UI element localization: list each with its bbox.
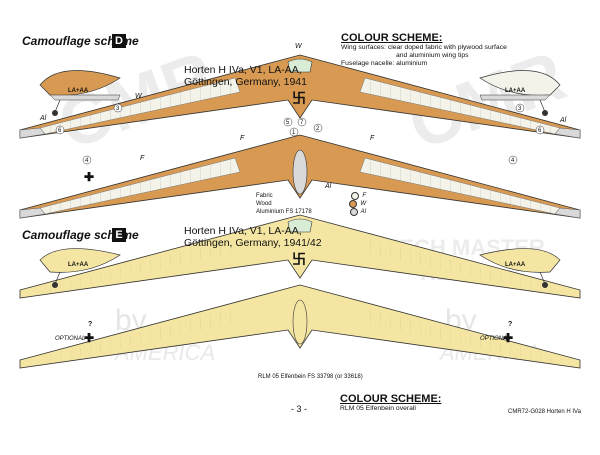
aircraft-line: Horten H IVa, V1, LA-AA, bbox=[184, 64, 302, 76]
nacelle-underside bbox=[292, 299, 308, 345]
decal-number-2: 2 bbox=[316, 126, 320, 132]
callout-w: W bbox=[135, 93, 143, 100]
decal-number-1: 1 bbox=[292, 130, 296, 136]
rib-hatch-left bbox=[40, 78, 240, 134]
scheme-e-lower-wing: ✚ ✚ bbox=[19, 284, 581, 369]
wingtip-right bbox=[554, 127, 581, 139]
callout-f: F bbox=[140, 155, 145, 162]
decal-number-4: 4 bbox=[85, 158, 89, 164]
rib-hatch-right bbox=[360, 158, 560, 214]
canopy bbox=[287, 218, 313, 233]
wingtip-left bbox=[19, 127, 46, 139]
nacelle-underside bbox=[292, 149, 308, 195]
decal-number-6: 6 bbox=[58, 128, 62, 134]
nacelle-side-view-d-right bbox=[479, 70, 561, 116]
nacelle-side-view-e-left bbox=[39, 248, 121, 288]
colour-scheme-line: Wing surfaces: clear doped fabric with p… bbox=[341, 44, 507, 51]
decal-number-7: 7 bbox=[300, 120, 304, 126]
marking-e-left: LA+AA bbox=[68, 262, 89, 268]
decal-number-4: 4 bbox=[511, 158, 515, 164]
wing-outline bbox=[19, 54, 581, 139]
scheme-d-letter: D bbox=[112, 34, 126, 48]
rlm-caption: RLM 05 Elfenbein FS 33798 (or 33618) bbox=[258, 374, 363, 380]
optional-label-left: OPTIONAL bbox=[55, 336, 85, 342]
colour-scheme-heading: COLOUR SCHEME: bbox=[341, 32, 443, 44]
scheme-e-letter: E bbox=[112, 228, 126, 242]
question-mark-left: ? bbox=[88, 321, 92, 328]
rib-hatch-left bbox=[40, 308, 240, 364]
swastika-mark: 卐 bbox=[292, 90, 306, 106]
legend-swatch bbox=[349, 208, 358, 216]
callout-al: Al bbox=[324, 183, 332, 190]
rib-hatch-left bbox=[40, 158, 240, 214]
scheme-d-aircraft-title: Horten H IVa, V1, LA-AA, Göttingen, Germ… bbox=[184, 64, 307, 88]
legend-code: W bbox=[360, 201, 366, 207]
decal-number-3: 3 bbox=[518, 106, 522, 112]
colour-scheme-line: and aluminium wing tips bbox=[396, 52, 469, 59]
legend-label: Aluminium FS 17178 bbox=[256, 209, 312, 215]
cross-mark: ✚ bbox=[503, 331, 513, 345]
scheme-d-title: Camouflage scheme bbox=[22, 34, 139, 48]
legend-swatch bbox=[351, 192, 360, 200]
question-mark-right: ? bbox=[508, 321, 512, 328]
scheme-d-lower-wing: ✚ bbox=[19, 134, 581, 219]
nacelle-side-view-d-left bbox=[39, 70, 121, 116]
scheme-e-aircraft-title: Horten H IVa, V1, LA-AA, Göttingen, Germ… bbox=[184, 225, 322, 249]
aircraft-line: Göttingen, Germany, 1941/42 bbox=[184, 237, 322, 249]
legend-row-aluminium: Aluminium FS 17178 Al bbox=[256, 208, 366, 216]
callout-w: W bbox=[295, 43, 303, 50]
decal-number-markers: 3 5 6 7 4 3 6 4 2 1 bbox=[55, 103, 545, 165]
decal-number-6: 6 bbox=[538, 128, 542, 134]
marking-d-right: LA+AA bbox=[505, 88, 526, 94]
legend-code: Al bbox=[360, 209, 366, 215]
legend-swatch bbox=[349, 200, 358, 208]
scheme-e-upper-wing: 卐 bbox=[19, 214, 581, 299]
callout-f: F bbox=[370, 135, 375, 142]
callout-f: F bbox=[240, 135, 245, 142]
scheme-d-colour-scheme: COLOUR SCHEME: Wing surfaces: clear dope… bbox=[341, 32, 581, 68]
decal-number-5: 5 bbox=[286, 120, 290, 126]
colour-legend: Fabric F Wood W Aluminium FS 17178 Al bbox=[256, 192, 366, 216]
nacelle-side-view-e-right bbox=[479, 248, 561, 288]
aircraft-line: Horten H IVa, V1, LA-AA, bbox=[184, 225, 302, 237]
decal-number-3: 3 bbox=[116, 106, 120, 112]
colour-scheme-line: Fuselage nacelle: aluminium bbox=[341, 60, 428, 67]
colour-scheme-heading: COLOUR SCHEME: bbox=[340, 393, 442, 405]
rib-hatch-right bbox=[360, 78, 560, 134]
canopy bbox=[287, 58, 313, 73]
swastika-mark: 卐 bbox=[292, 251, 306, 267]
legend-label: Wood bbox=[256, 201, 272, 207]
scheme-d-upper-wing: 卐 bbox=[19, 54, 581, 139]
wingtip-left bbox=[19, 207, 46, 219]
optional-label-right: OPTIONAL bbox=[480, 336, 510, 342]
marking-e-right: LA+AA bbox=[505, 262, 526, 268]
marking-d-left: LA+AA bbox=[68, 88, 89, 94]
scheme-e-title: Camouflage scheme bbox=[22, 228, 139, 242]
aircraft-line: Göttingen, Germany, 1941 bbox=[184, 76, 307, 88]
wing-outline bbox=[19, 214, 581, 299]
cross-mark: ✚ bbox=[84, 331, 94, 345]
reference-code: CMR72-G028 Horten H IVa bbox=[508, 409, 581, 415]
callout-al: Al bbox=[39, 115, 47, 122]
cross-mark: ✚ bbox=[84, 170, 94, 184]
legend-code: F bbox=[362, 193, 366, 199]
rib-hatch-left bbox=[40, 238, 240, 294]
legend-row-wood: Wood W bbox=[256, 200, 366, 208]
colour-scheme-line: RLM 05 Elfenbein overall bbox=[340, 405, 416, 412]
rib-hatch-right bbox=[360, 238, 560, 294]
wingtip-right bbox=[554, 207, 581, 219]
legend-label: Fabric bbox=[256, 193, 273, 199]
scheme-e-colour-scheme: COLOUR SCHEME: RLM 05 Elfenbein overall bbox=[340, 393, 540, 413]
legend-row-fabric: Fabric F bbox=[256, 192, 366, 200]
page-number: - 3 - bbox=[291, 404, 308, 414]
rib-hatch-right bbox=[360, 308, 560, 364]
callout-al: Al bbox=[559, 117, 567, 124]
